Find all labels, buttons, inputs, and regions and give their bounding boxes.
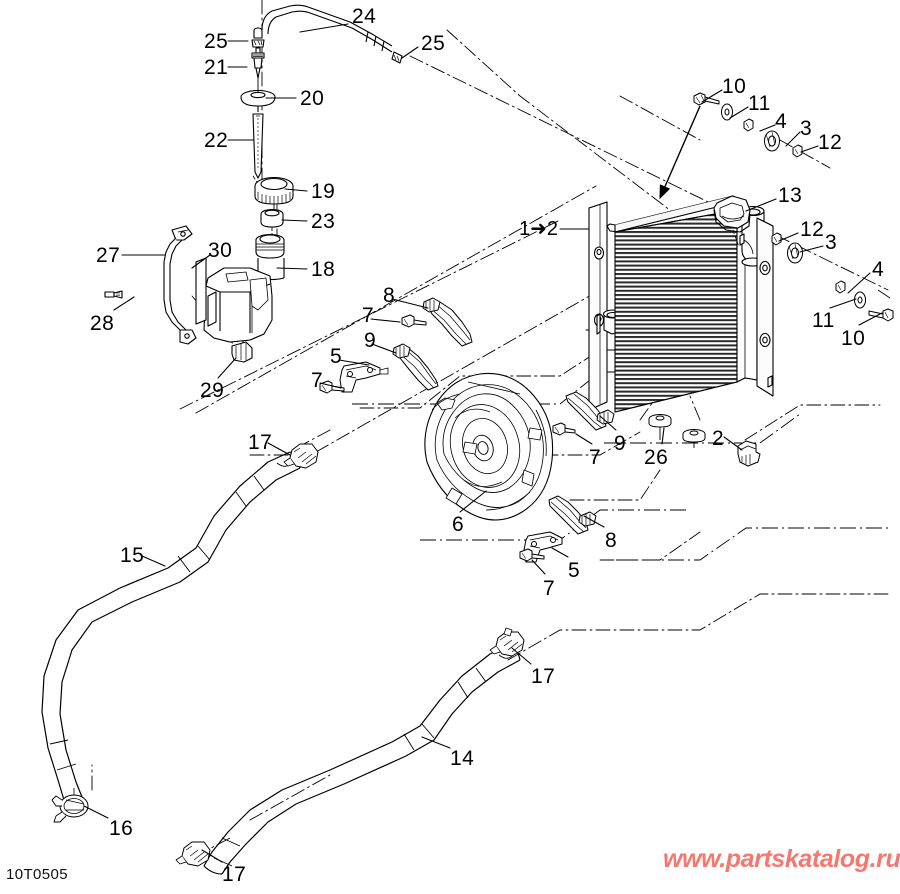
coolant-hoses (41, 451, 521, 875)
leader-line (785, 131, 801, 147)
leader-line (267, 442, 291, 456)
leader-line (281, 219, 308, 222)
callout-12-label: 1➜2 (519, 218, 559, 240)
leader-line (459, 490, 487, 513)
diagram-part-code: 10T0505 (6, 866, 69, 883)
callout-7-label: 7 (362, 304, 375, 327)
coolant-reservoir-group (104, 4, 403, 363)
leader-line (701, 89, 723, 103)
radiator-assembly (588, 195, 774, 413)
callout-26-label: 26 (644, 446, 669, 469)
leader-line (141, 555, 166, 567)
callout-7-label: 7 (311, 369, 324, 392)
leader-line (299, 23, 349, 33)
callout-4-label: 4 (872, 258, 885, 281)
callout-2-label: 2 (712, 427, 725, 450)
cooling-fan (424, 372, 554, 521)
callout-12-label: 12 (800, 218, 825, 241)
callout-9-label: 9 (614, 432, 627, 455)
leader-line (723, 436, 743, 451)
callout-11-label: 11 (748, 92, 771, 115)
leader-line (191, 254, 211, 269)
leader-line (583, 515, 605, 528)
leader-line (338, 359, 370, 366)
callout-10-label: 10 (841, 327, 866, 350)
leader-line (858, 312, 883, 326)
leader-line (729, 106, 749, 119)
leader-line (319, 382, 342, 389)
leader-line (745, 198, 777, 212)
callout-14-label: 14 (450, 747, 475, 770)
callout-20-label: 20 (300, 87, 325, 110)
leader-line (370, 318, 401, 323)
callout-23-label: 23 (311, 210, 336, 233)
callout-6-label: 6 (452, 513, 465, 536)
hose-clamps (51, 443, 525, 867)
callout-18-label: 18 (311, 258, 336, 281)
leader-line (284, 188, 308, 192)
callout-15-label: 15 (120, 544, 145, 567)
callout-25-label: 25 (421, 32, 446, 55)
leader-line (511, 647, 532, 665)
callout-30-label: 30 (208, 239, 233, 262)
leader-line (371, 343, 397, 354)
callout-16-label: 16 (109, 817, 134, 840)
callout-27-label: 27 (96, 244, 121, 267)
callout-9-label: 9 (364, 329, 377, 352)
callout-17-label: 17 (248, 431, 273, 454)
callout-4-label: 4 (775, 110, 788, 133)
leader-line (778, 232, 799, 242)
fan-brackets-and-bolts (319, 297, 615, 563)
callout-17-label: 17 (222, 863, 247, 886)
leader-line (759, 124, 776, 132)
site-watermark: www.partskatalog.ru (663, 845, 900, 873)
callout-8-label: 8 (605, 529, 618, 552)
leader-line (217, 357, 237, 379)
leader-line (829, 298, 857, 309)
callout-8-label: 8 (383, 284, 396, 307)
leader-line (201, 849, 223, 863)
leader-line (421, 736, 451, 749)
leader-line (276, 267, 308, 270)
leader-line (551, 547, 569, 558)
callout-5-label: 5 (330, 345, 343, 368)
callout-10-label: 10 (722, 75, 747, 98)
callout-7-label: 7 (589, 446, 602, 469)
leader-line (800, 145, 819, 153)
callout-25-label: 25 (204, 30, 229, 53)
leader-line (661, 427, 665, 445)
callout-leader-lines (83, 23, 883, 863)
callout-29-label: 29 (200, 379, 225, 402)
callout-21-label: 21 (204, 56, 229, 79)
callout-19-label: 19 (311, 180, 336, 203)
leader-line (531, 559, 546, 575)
leader-line (799, 245, 824, 253)
callout-12-label: 12 (818, 131, 843, 154)
callout-7-label: 7 (543, 577, 556, 600)
callout-24-label: 24 (352, 5, 377, 28)
callout-11-label: 11 (812, 309, 835, 332)
leader-line (83, 805, 109, 819)
callout-28-label: 28 (90, 312, 115, 335)
callout-3-label: 3 (800, 117, 813, 140)
leader-line (575, 433, 593, 445)
leader-line (599, 415, 617, 431)
leader-line (401, 46, 419, 59)
mounting-hardware (648, 92, 894, 467)
callout-3-label: 3 (825, 231, 838, 254)
radiator-pointer-arrow (659, 105, 701, 200)
callout-5-label: 5 (568, 559, 581, 582)
leader-line (391, 298, 429, 309)
callout-13-label: 13 (778, 184, 803, 207)
callout-22-label: 22 (204, 129, 229, 152)
leader-line (113, 296, 135, 311)
leader-line (847, 272, 871, 294)
callout-17-label: 17 (531, 665, 556, 688)
